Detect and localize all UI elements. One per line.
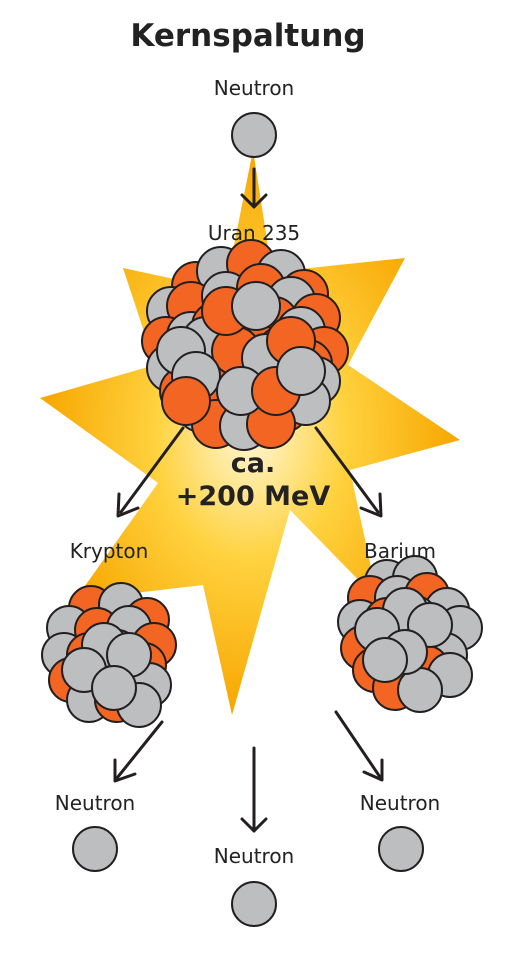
krypton-nucleus: [41, 582, 177, 728]
neutron-center-label: Neutron: [214, 844, 294, 868]
arrow-to-neutron-left: [113, 720, 164, 783]
title: Kernspaltung: [130, 18, 365, 54]
arrow-to-barium: [314, 426, 383, 518]
neutron-right: [378, 826, 424, 872]
neutron-center: [231, 881, 277, 927]
neutron-sphere: [362, 637, 408, 683]
proton-sphere: [161, 376, 211, 426]
neutron-left-label: Neutron: [55, 791, 135, 815]
neutron-left: [72, 826, 118, 872]
arrow-incoming: [240, 167, 268, 209]
barium-nucleus: [337, 555, 483, 713]
neutron-sphere: [231, 281, 281, 331]
energy-line-2: +200 MeV: [176, 481, 331, 512]
neutron-sphere: [276, 346, 326, 396]
incoming-neutron: [231, 112, 277, 158]
incoming-neutron-label: Neutron: [214, 76, 294, 100]
uranium-nucleus: [141, 239, 349, 451]
energy-line-1: ca.: [231, 448, 275, 479]
arrow-to-neutron-center: [240, 746, 268, 833]
neutron-right-label: Neutron: [360, 791, 440, 815]
arrow-to-krypton: [116, 426, 185, 518]
krypton-label: Krypton: [70, 539, 149, 563]
neutron-sphere: [91, 665, 137, 711]
arrow-to-neutron-right: [334, 710, 384, 782]
